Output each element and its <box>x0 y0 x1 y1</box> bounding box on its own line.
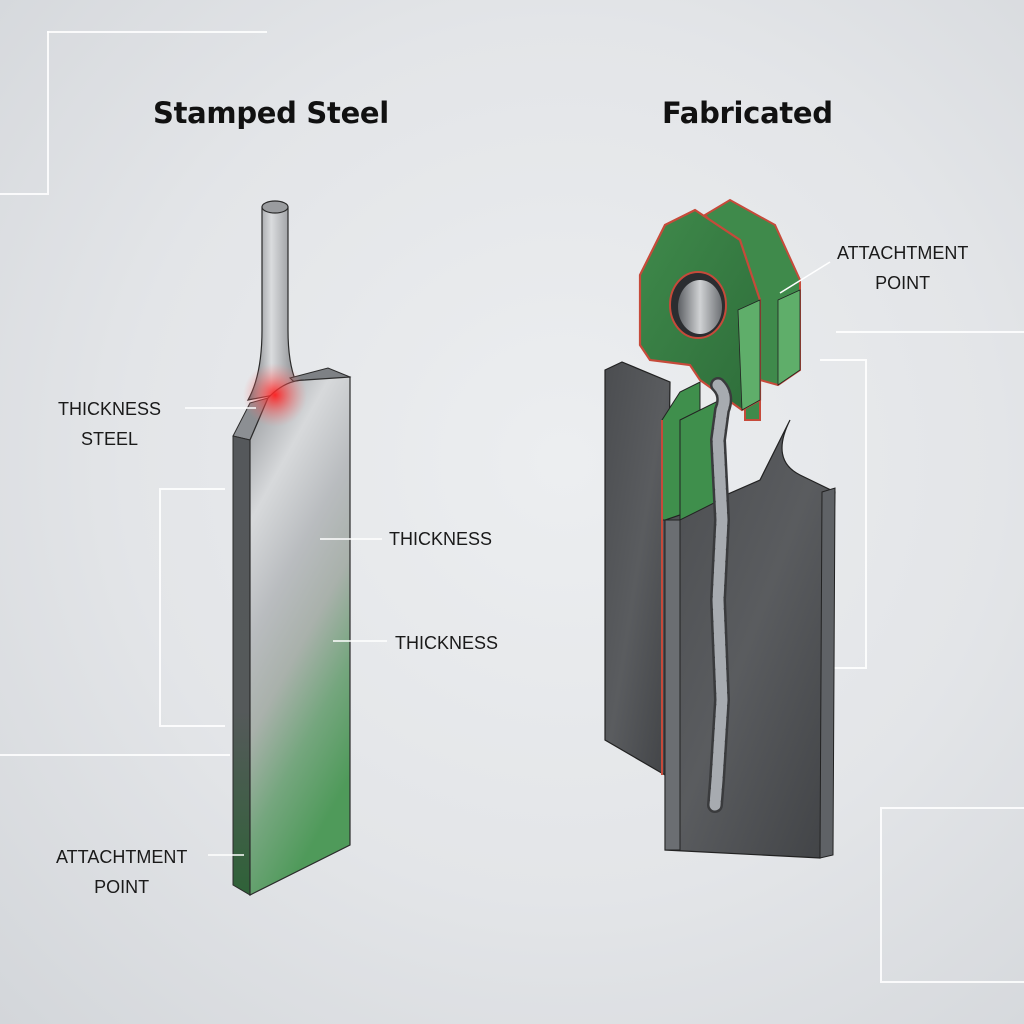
label-attachment-point-left-line1: ATTACHTMENT <box>56 847 188 867</box>
label-thickness-steel-line1: THICKNESS <box>58 399 162 419</box>
frame-bracket-right <box>820 359 867 669</box>
label-attachment-point-right-line1: ATTACHTMENT <box>837 243 969 263</box>
fabricated-part <box>604 198 836 859</box>
right-leader-line <box>779 261 831 294</box>
frame-line-top-left <box>0 31 49 195</box>
label-attachment-point-right-line2: POINT <box>875 273 931 293</box>
label-attachment-point-left-line2: POINT <box>94 877 150 897</box>
label-thickness-steel: THICKNESS STEEL <box>58 394 161 454</box>
left-leader-lines <box>185 407 387 856</box>
frame-bracket-left <box>159 488 225 727</box>
stamped-steel-title: Stamped Steel <box>153 96 389 130</box>
stamped-steel-part <box>232 200 352 896</box>
frame-line-top-left-horizontal <box>47 31 267 33</box>
label-thickness-lower: THICKNESS <box>395 633 499 653</box>
label-attachment-point-left: ATTACHTMENT POINT <box>56 842 187 902</box>
frame-line-left-bottom <box>0 754 230 756</box>
frame-bracket-bottom-right <box>880 807 1024 983</box>
frame-line-right-top <box>836 331 1024 333</box>
label-thickness-steel-line2: STEEL <box>81 429 139 449</box>
label-attachment-point-right: ATTACHTMENT POINT <box>837 238 968 298</box>
fabricated-title: Fabricated <box>662 96 833 130</box>
label-thickness-upper: THICKNESS <box>389 529 493 549</box>
